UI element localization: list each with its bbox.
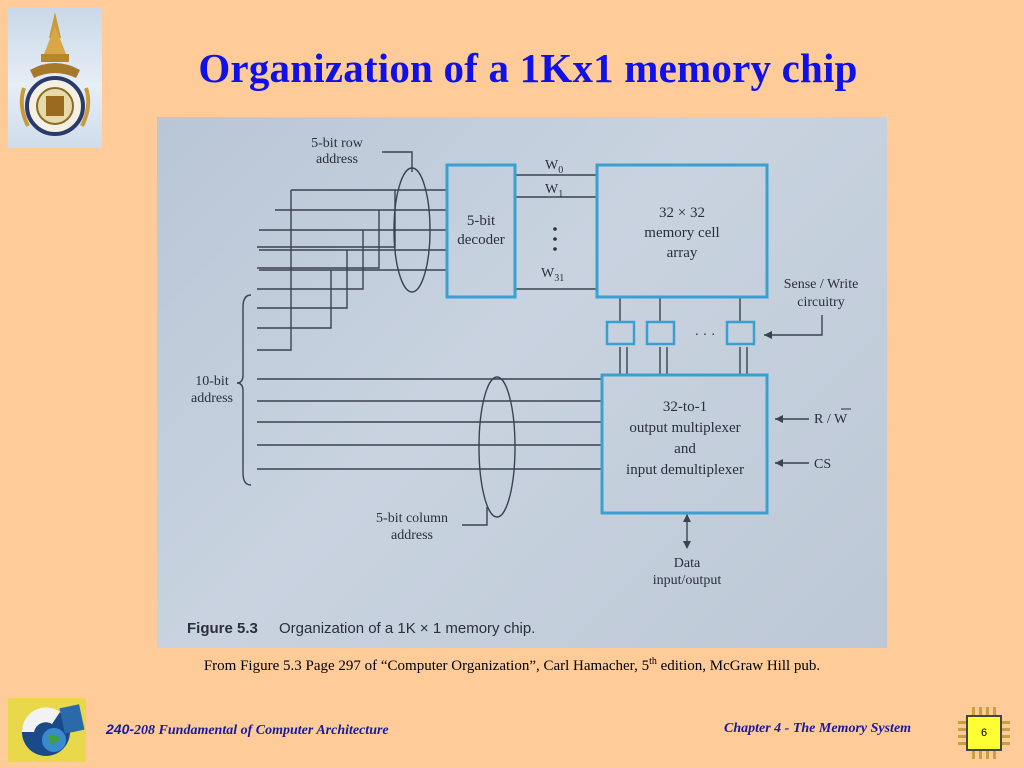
mux-label-4: input demultiplexer — [626, 462, 744, 478]
memory-array-label-2: memory cell — [644, 225, 719, 241]
chip-icon — [958, 707, 1010, 759]
mux-label: 32-to-1 — [663, 399, 707, 415]
chapter-footer: Chapter 4 - The Memory System — [724, 721, 912, 736]
sense-write-label-2: circuitry — [797, 295, 844, 310]
row-address-label: 5-bit row — [311, 136, 364, 151]
row-address-label-2: address — [316, 152, 358, 167]
page-number: 6 — [966, 715, 1002, 751]
memory-array-label: 32 × 32 — [659, 205, 705, 221]
mux-label-3: and — [674, 441, 696, 457]
chip-select-label: CS — [814, 457, 831, 472]
university-emblem — [8, 8, 102, 148]
decoder-label: 5-bit — [467, 213, 496, 229]
word-line-w0-label: W0 — [545, 158, 563, 176]
sense-ellipsis: · · · — [695, 328, 716, 343]
address-label-2: address — [191, 391, 233, 406]
figure-caption: Organization of a 1K × 1 memory chip. — [279, 620, 535, 637]
word-line-ellipsis — [553, 227, 557, 251]
data-io-label-2: input/output — [653, 573, 722, 588]
column-address-label-2: address — [391, 528, 433, 543]
slide-title: Organization of a 1Kx1 memory chip — [198, 45, 858, 91]
word-line-w31-label: W31 — [541, 266, 564, 284]
source-citation: From Figure 5.3 Page 297 of “Computer Or… — [203, 656, 821, 674]
memory-chip-figure: 5-bit row address 5-bit decoder W0 W1 W3… — [157, 117, 887, 648]
decoder-label-2: decoder — [457, 232, 504, 248]
data-io-label: Data — [674, 556, 701, 571]
department-logo — [8, 698, 86, 762]
word-line-w1-label: W1 — [545, 182, 563, 200]
memory-array-label-3: array — [667, 245, 698, 261]
address-label: 10-bit — [195, 374, 229, 389]
course-footer: 240-208 Fundamental of Computer Architec… — [106, 721, 389, 738]
figure-number: Figure 5.3 — [187, 620, 258, 637]
column-address-label: 5-bit column — [376, 511, 448, 526]
read-write-label: R / W — [814, 412, 848, 427]
sense-write-label: Sense / Write — [784, 277, 859, 292]
mux-label-2: output multiplexer — [629, 420, 740, 436]
